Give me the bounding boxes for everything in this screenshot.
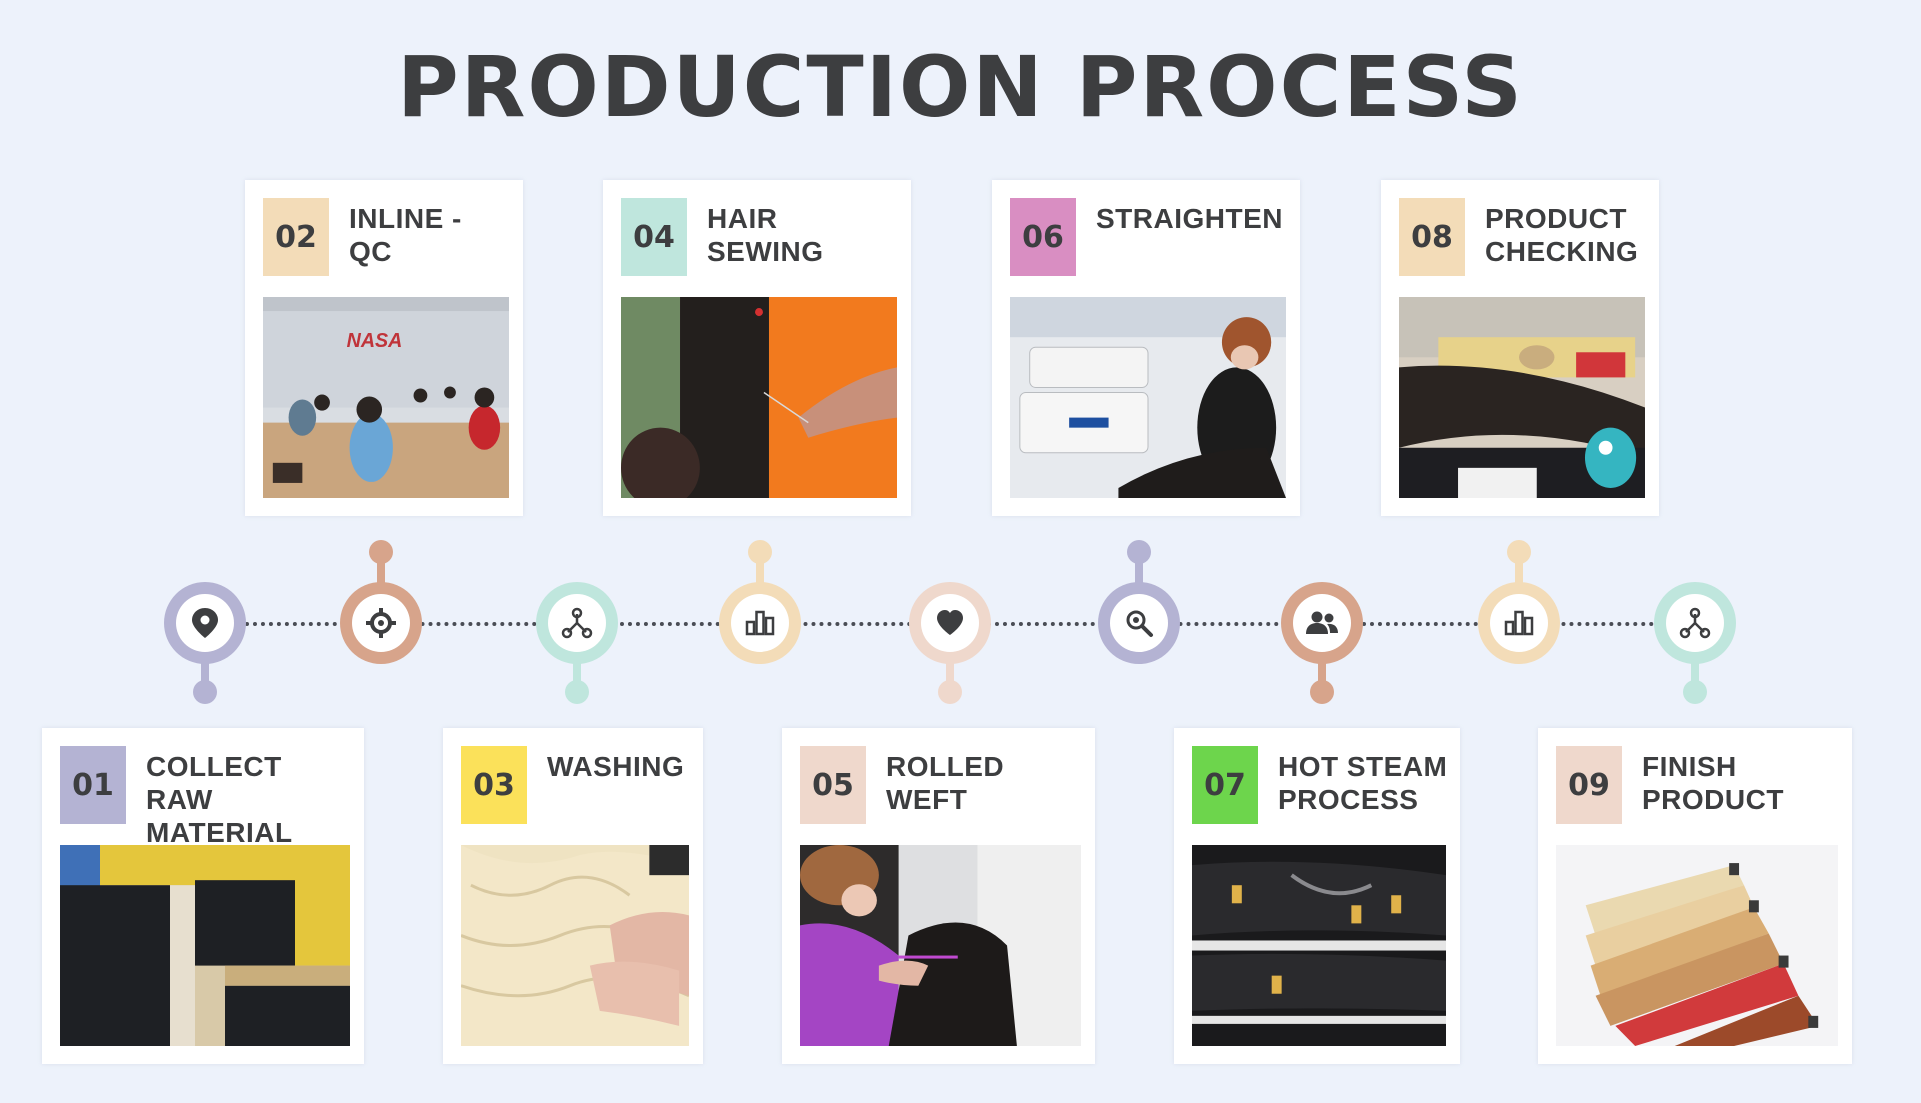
- crosshair-icon: [352, 594, 410, 652]
- step-photo-hair-sewing: [621, 297, 897, 498]
- network-icon: [1666, 594, 1724, 652]
- step-card-07: 07 HOT STEAM PROCESS: [1174, 728, 1460, 1064]
- step-label: COLLECT RAW MATERIAL: [146, 751, 293, 848]
- timeline-node-01[interactable]: [164, 582, 246, 704]
- step-photo-finish-product: [1556, 845, 1838, 1046]
- bar-chart-icon: [731, 594, 789, 652]
- bar-chart-icon: [1490, 594, 1548, 652]
- timeline-node-02[interactable]: [340, 540, 422, 664]
- step-photo-hot-steam: [1192, 845, 1446, 1046]
- step-card-08: 08 PRODUCT CHECKING: [1381, 180, 1659, 516]
- step-number: 09: [1556, 746, 1622, 824]
- step-card-04: 04 HAIR SEWING: [603, 180, 911, 516]
- step-label: STRAIGHTEN: [1096, 203, 1283, 234]
- step-number: 08: [1399, 198, 1465, 276]
- step-label: HOT STEAM PROCESS: [1278, 751, 1448, 815]
- step-card-02: 02 INLINE - QC NASA: [245, 180, 523, 516]
- timeline-node-09[interactable]: [1654, 582, 1736, 704]
- step-photo-factory-floor: NASA: [263, 297, 509, 498]
- users-icon: [1293, 594, 1351, 652]
- step-number: 03: [461, 746, 527, 824]
- step-label: HAIR SEWING: [707, 203, 824, 267]
- step-number: 05: [800, 746, 866, 824]
- step-number: 06: [1010, 198, 1076, 276]
- step-photo-rolled-weft: [800, 845, 1081, 1046]
- network-icon: [548, 594, 606, 652]
- timeline-node-08[interactable]: [1478, 540, 1560, 664]
- timeline-node-07[interactable]: [1281, 582, 1363, 704]
- step-card-01: 01 COLLECT RAW MATERIAL: [42, 728, 364, 1064]
- page-title: PRODUCTION PROCESS: [397, 38, 1524, 136]
- step-label: ROLLED WEFT: [886, 751, 1005, 815]
- step-number: 04: [621, 198, 687, 276]
- timeline-node-06[interactable]: [1098, 540, 1180, 664]
- step-photo-raw-material: [60, 845, 350, 1046]
- step-number: 07: [1192, 746, 1258, 824]
- step-card-03: 03 WASHING: [443, 728, 703, 1064]
- nasa-sign: NASA: [347, 330, 403, 352]
- step-card-06: 06 STRAIGHTEN: [992, 180, 1300, 516]
- timeline-node-04[interactable]: [719, 540, 801, 664]
- step-card-05: 05 ROLLED WEFT: [782, 728, 1095, 1064]
- search-icon: [1110, 594, 1168, 652]
- step-number: 01: [60, 746, 126, 824]
- step-label: INLINE - QC: [349, 203, 462, 267]
- heart-icon: [921, 594, 979, 652]
- step-photo-product-checking: [1399, 297, 1645, 498]
- step-number: 02: [263, 198, 329, 276]
- step-label: WASHING: [547, 751, 685, 782]
- timeline-node-03[interactable]: [536, 582, 618, 704]
- step-label: PRODUCT CHECKING: [1485, 203, 1639, 267]
- step-card-09: 09 FINISH PRODUCT: [1538, 728, 1852, 1064]
- step-photo-straighten: [1010, 297, 1286, 498]
- location-pin-icon: [176, 594, 234, 652]
- timeline-node-05[interactable]: [909, 582, 991, 704]
- step-photo-washing: [461, 845, 689, 1046]
- step-label: FINISH PRODUCT: [1642, 751, 1784, 815]
